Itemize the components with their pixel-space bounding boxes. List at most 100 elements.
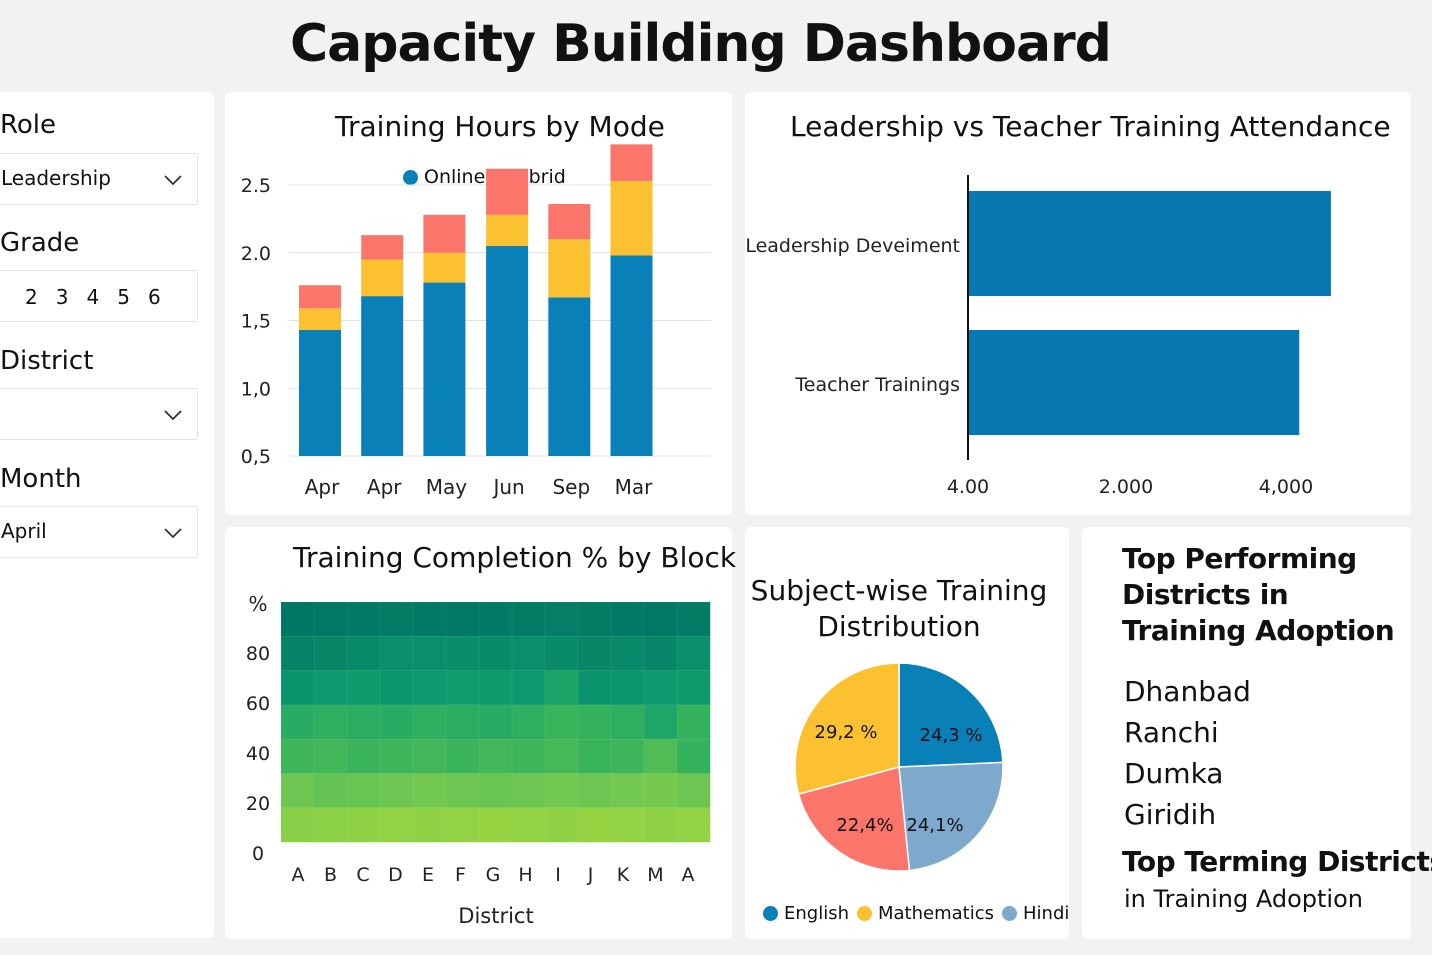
heatmap-cell (313, 807, 348, 843)
x-tick-label: J (587, 864, 594, 886)
legend-hindi: Hindi (1002, 903, 1069, 924)
heatmap-cell (445, 704, 480, 740)
y-tick-label: 1,0 (241, 378, 271, 400)
heatmap-cell (610, 635, 645, 672)
heatmap-cell (577, 807, 612, 843)
x-tick-label: 2.000 (1099, 476, 1153, 498)
y-tick-label: 40 (246, 743, 270, 765)
heatmap-cell (577, 704, 612, 740)
heatmap-cell (511, 601, 546, 637)
legend-label: Mathematics (878, 903, 994, 924)
top-districts-panel: Top Performing Districts in Training Ado… (1082, 527, 1432, 939)
y-tick-label: 60 (246, 693, 270, 715)
heatmap-cell (478, 635, 513, 672)
heatmap-cell (313, 738, 348, 775)
page-title: Capacity Building Dashboard (290, 14, 1112, 74)
heatmap-cell (544, 773, 579, 809)
heatmap-cell (346, 704, 381, 740)
role-value: Leadership (1, 166, 111, 190)
heatmap-cell (610, 773, 645, 809)
bar-segment (548, 297, 591, 456)
bar-segment (423, 252, 466, 283)
x-tick-label: G (486, 864, 501, 886)
pie-slice (797, 766, 911, 872)
heatmap-cell (445, 738, 480, 775)
x-tick-label: K (617, 864, 630, 886)
bar-segment (299, 329, 341, 456)
heatmap-cell (610, 670, 645, 706)
heatmap-cell (379, 704, 414, 740)
bar-segment (486, 168, 529, 215)
heatmap-cell (643, 704, 678, 740)
role-dropdown[interactable]: Leadership (0, 153, 198, 205)
district-dropdown[interactable] (0, 388, 198, 440)
subject-panel: Subject-wise Training Distribution 24,3 … (745, 527, 1069, 939)
attendance-panel: Leadership vs Teacher Training Attendanc… (745, 92, 1411, 515)
heatmap-cell (511, 738, 546, 775)
district-item: Giridih (1124, 798, 1217, 831)
heatmap-cell (412, 601, 447, 637)
bar-segment (486, 214, 529, 246)
legend-swatch (763, 906, 778, 921)
heatmap-cell (280, 807, 315, 843)
heatmap-cell (643, 807, 678, 843)
x-tick-label: 4.00 (947, 476, 989, 498)
hbar (969, 191, 1331, 296)
heatmap-cell (676, 704, 711, 740)
heatmap-cell (478, 738, 513, 775)
bar-segment (299, 285, 341, 309)
legend-online: Online (403, 166, 485, 188)
heatmap-cell (676, 601, 711, 637)
heatmap-cell (544, 601, 579, 637)
x-tick-label: M (647, 864, 663, 886)
heatmap-cell (544, 738, 579, 775)
heatmap-cell (643, 773, 678, 809)
heatmap-cell (280, 738, 315, 775)
y-tick-label: 2.5 (241, 175, 271, 197)
y-tick-label: 1,5 (241, 311, 271, 333)
slice-label: 24,3 % (920, 725, 983, 746)
x-tick-label: I (555, 864, 561, 886)
month-value: April (1, 519, 47, 543)
grade-option-6: 6 (147, 285, 161, 309)
y-tick-label: 0 (252, 843, 264, 865)
heatmap-cell (676, 738, 711, 775)
heatmap-cell (412, 704, 447, 740)
pie-slice (898, 662, 1004, 768)
month-dropdown[interactable]: April (0, 506, 198, 558)
heatmap-cell (676, 807, 711, 843)
heatmap-cell (313, 704, 348, 740)
heatmap-cell (379, 670, 414, 706)
district-item: Dumka (1124, 757, 1224, 790)
heatmap-cell (610, 807, 645, 843)
subject-pie: 24,3 %24,1%22,4%29,2 % (794, 662, 1004, 872)
legend-online-swatch (403, 169, 418, 185)
x-tick-label: Apr (305, 475, 340, 499)
chevron-down-icon (164, 175, 182, 186)
x-tick-label: F (455, 864, 466, 886)
heatmap-cell (346, 773, 381, 809)
legend-swatch (857, 906, 872, 921)
heatmap-cell (544, 807, 579, 843)
heatmap-cell (379, 807, 414, 843)
district-item: Dhanbad (1124, 675, 1251, 708)
slice-label: 22,4% (836, 815, 893, 836)
legend-mathematics: Mathematics (857, 903, 994, 924)
top-districts-subtext: in Training Adoption (1124, 885, 1363, 913)
heatmap-cell (346, 601, 381, 637)
heatmap-cell (346, 807, 381, 843)
x-tick-label: May (426, 475, 468, 499)
heatmap-cell (478, 601, 513, 637)
bar-segment (299, 308, 341, 330)
grade-option-3: 3 (55, 285, 69, 309)
x-tick-label: B (324, 864, 337, 886)
slice-label: 29,2 % (815, 722, 878, 743)
heatmap-cell (577, 635, 612, 672)
heatmap-cell (511, 807, 546, 843)
